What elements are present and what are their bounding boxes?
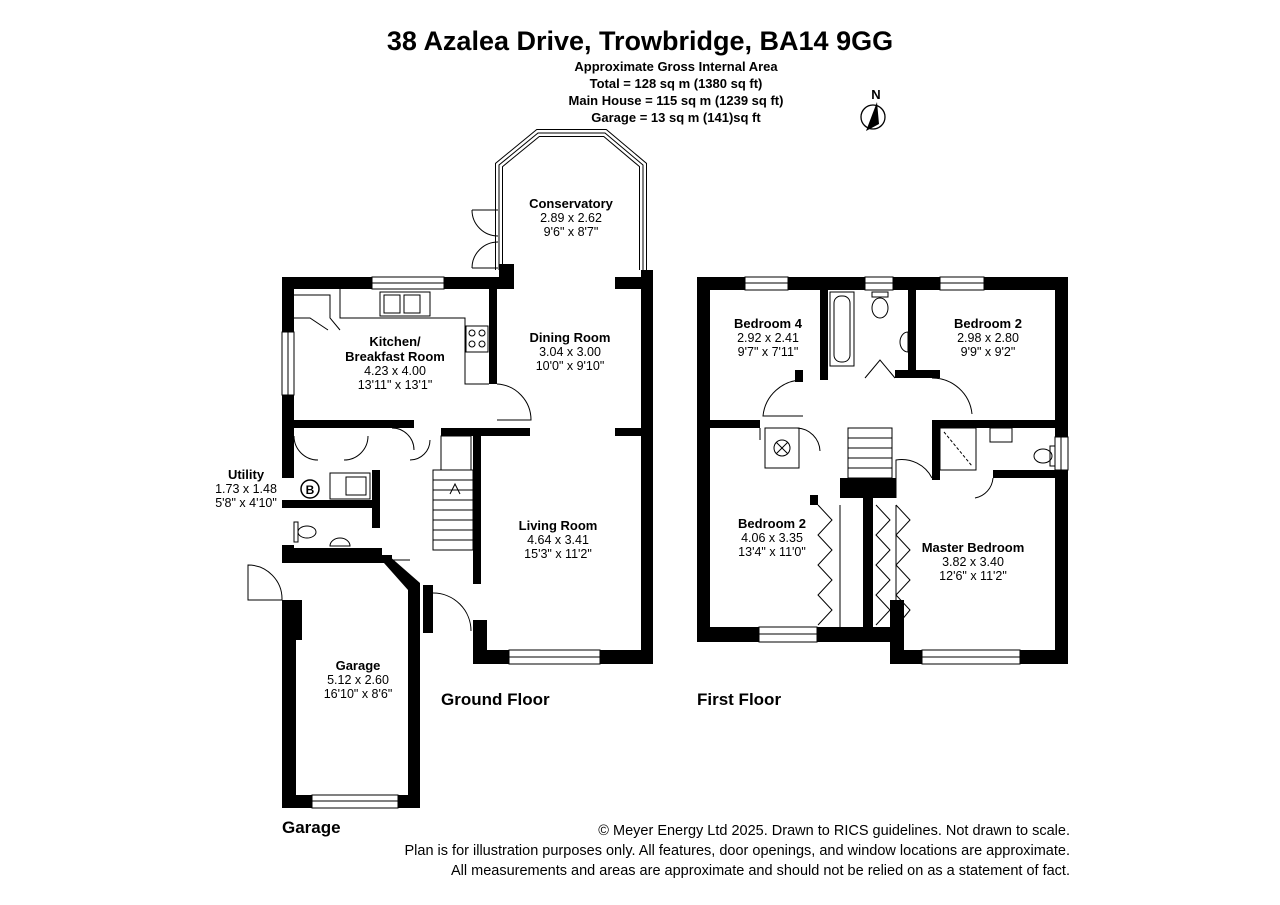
page-title: 38 Azalea Drive, Trowbridge, BA14 9GG (386, 26, 894, 56)
north-arrow-icon: N (860, 87, 886, 131)
room-name: Garage (335, 658, 381, 673)
garage-floor-label: Garage (282, 818, 341, 837)
first-floor-label: First Floor (697, 690, 782, 709)
room-metric: 4.06 x 3.35 (741, 531, 803, 545)
room-imperial: 5'8" x 4'10" (215, 496, 277, 510)
room-imperial: 13'4" x 11'0" (738, 545, 806, 559)
room-dining: Dining Room 3.04 x 3.00 10'0" x 9'10" (510, 330, 630, 373)
garage-area: Garage = 13 sq m (141)sq ft (591, 110, 761, 125)
room-bedroom-2-upper: Bedroom 2 2.98 x 2.80 9'9" x 9'2" (938, 316, 1038, 359)
room-name: Master Bedroom (921, 540, 1025, 555)
room-garage: Garage 5.12 x 2.60 16'10" x 8'6" (300, 658, 416, 701)
room-metric: 4.64 x 3.41 (527, 533, 589, 547)
room-metric: 2.98 x 2.80 (957, 331, 1019, 345)
first-floor-walls (697, 277, 1068, 664)
disclaimer-line-1: Plan is for illustration purposes only. … (404, 843, 1071, 859)
ground-floor-label: Ground Floor (441, 690, 550, 709)
room-bedroom-2-lower: Bedroom 2 4.06 x 3.35 13'4" x 11'0" (722, 516, 822, 559)
room-name: Dining Room (529, 330, 611, 345)
area-heading: Approximate Gross Internal Area (574, 59, 778, 74)
room-imperial: 15'3" x 11'2" (524, 547, 592, 561)
room-conservatory: Conservatory 2.89 x 2.62 9'6" x 8'7" (512, 196, 630, 239)
room-imperial: 10'0" x 9'10" (535, 359, 605, 373)
boiler-icon: B (306, 483, 315, 497)
room-metric: 3.82 x 3.40 (942, 555, 1004, 569)
room-metric: 2.89 x 2.62 (540, 211, 602, 225)
svg-text:N: N (871, 87, 880, 102)
room-living: Living Room 4.64 x 3.41 15'3" x 11'2" (500, 518, 616, 561)
room-kitchen: Kitchen/ Breakfast Room 4.23 x 4.00 13'1… (325, 334, 465, 392)
room-metric: 5.12 x 2.60 (327, 673, 389, 687)
room-imperial: 9'7" x 7'11" (737, 345, 799, 359)
room-imperial: 9'6" x 8'7" (543, 225, 599, 239)
ground-floor-walls (282, 264, 653, 808)
room-utility: Utility 1.73 x 1.48 5'8" x 4'10" (196, 467, 296, 510)
room-name: Conservatory (529, 196, 613, 211)
room-master-bedroom: Master Bedroom 3.82 x 3.40 12'6" x 11'2" (908, 540, 1038, 583)
room-imperial: 16'10" x 8'6" (323, 687, 393, 701)
room-name: Kitchen/ (369, 334, 421, 349)
disclaimer-line-2: All measurements and areas are approxima… (450, 863, 1070, 879)
room-name-2: Breakfast Room (345, 349, 445, 364)
room-metric: 3.04 x 3.00 (539, 345, 601, 359)
room-bedroom-4: Bedroom 4 2.92 x 2.41 9'7" x 7'11" (718, 316, 818, 359)
room-imperial: 12'6" x 11'2" (939, 569, 1007, 583)
total-area: Total = 128 sq m (1380 sq ft) (589, 76, 763, 91)
room-metric: 2.92 x 2.41 (737, 331, 799, 345)
room-name: Bedroom 2 (738, 516, 806, 531)
room-name: Living Room (518, 518, 598, 533)
room-name: Utility (227, 467, 265, 482)
conservatory-frame (495, 129, 647, 270)
room-metric: 1.73 x 1.48 (215, 482, 277, 496)
copyright-line: © Meyer Energy Ltd 2025. Drawn to RICS g… (598, 823, 1070, 839)
main-house-area: Main House = 115 sq m (1239 sq ft) (568, 93, 784, 108)
room-metric: 4.23 x 4.00 (364, 364, 426, 378)
room-name: Bedroom 2 (954, 316, 1022, 331)
room-imperial: 9'9" x 9'2" (960, 345, 1016, 359)
room-name: Bedroom 4 (734, 316, 802, 331)
room-imperial: 13'11" x 13'1" (357, 378, 433, 392)
